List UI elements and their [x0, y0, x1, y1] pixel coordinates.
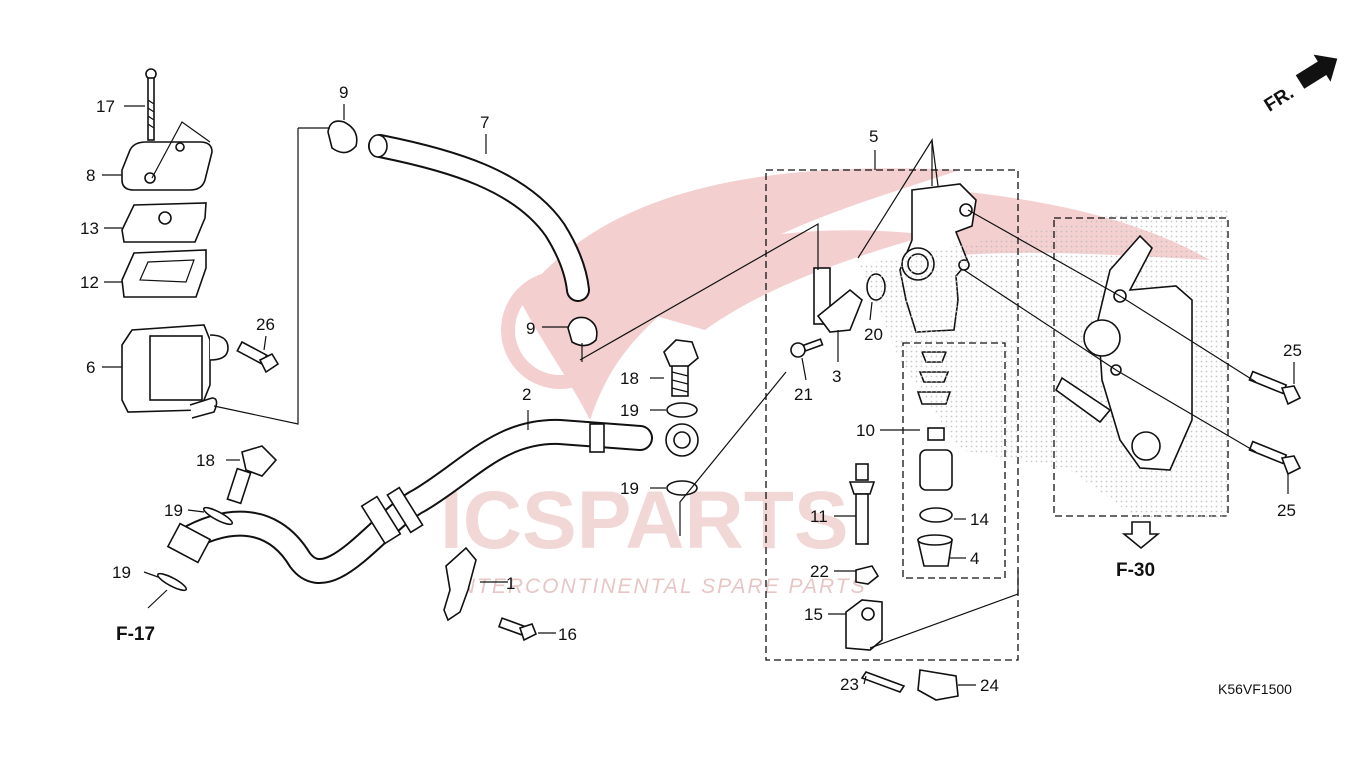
callout-13: 13	[80, 219, 99, 238]
washer-19d	[667, 481, 697, 495]
callout-17: 17	[96, 97, 115, 116]
bolt-16	[499, 618, 536, 640]
reservoir-plate-13	[122, 203, 206, 242]
reservoir-screw-17	[146, 69, 156, 140]
callout-8: 8	[86, 166, 95, 185]
joint-3	[814, 268, 862, 332]
hose-clip-9a	[328, 121, 357, 152]
callout-5: 5	[869, 127, 878, 146]
f30-ref: F-30	[1116, 560, 1155, 581]
washer-19a	[667, 403, 697, 417]
callout-6: 6	[86, 358, 95, 377]
front-direction-arrow	[1292, 45, 1346, 95]
screw-21	[791, 339, 822, 357]
callout-24: 24	[980, 676, 999, 695]
bolt-25a	[1249, 372, 1300, 404]
f30-ref-arrow	[1124, 522, 1158, 548]
callout-3: 3	[832, 367, 841, 386]
f17-ref: F-17	[116, 624, 155, 645]
callout-26: 26	[256, 315, 275, 334]
bolt-26	[237, 342, 278, 372]
diagram-code: K56VF1500	[1218, 681, 1292, 697]
banjo-bolt-18a	[664, 340, 698, 396]
callout-18a: 18	[620, 369, 639, 388]
joint-15	[846, 600, 882, 650]
callout-11: 11	[810, 507, 828, 526]
callout-19a: 19	[620, 401, 639, 420]
cotter-pin-23	[862, 672, 904, 692]
pin-24	[918, 670, 958, 700]
callout-9a: 9	[339, 83, 348, 102]
callout-14: 14	[970, 510, 989, 529]
boot-4	[918, 535, 952, 566]
callout-19d: 19	[620, 479, 639, 498]
callout-25a: 25	[1283, 341, 1302, 360]
callout-7: 7	[480, 113, 489, 132]
callout-10: 10	[856, 421, 875, 440]
callout-19b: 19	[164, 501, 183, 520]
callout-1: 1	[506, 574, 515, 593]
banjo-bolt-18b	[227, 446, 276, 503]
callout-23: 23	[840, 675, 859, 694]
callout-16: 16	[558, 625, 577, 644]
callout-25b: 25	[1277, 501, 1296, 520]
front-direction-label: FR.	[1261, 82, 1298, 116]
bolt-25b	[1249, 442, 1300, 474]
circlip-14	[920, 508, 952, 522]
hose-clip-9b	[568, 317, 597, 345]
nut-22	[856, 566, 878, 584]
callout-18b: 18	[196, 451, 215, 470]
callout-21: 21	[794, 385, 813, 404]
callout-9b: 9	[526, 319, 535, 338]
hose-7	[369, 135, 578, 290]
callout-4: 4	[970, 549, 979, 568]
diaphragm-12	[122, 250, 206, 297]
pushrod-11	[850, 464, 874, 544]
washer-19c	[156, 571, 188, 593]
callout-12: 12	[80, 273, 99, 292]
callout-20: 20	[864, 325, 883, 344]
callout-2: 2	[522, 385, 531, 404]
callout-19c: 19	[112, 563, 131, 582]
callout-15: 15	[804, 605, 823, 624]
callout-22: 22	[810, 562, 829, 581]
reservoir-6	[122, 325, 228, 418]
watermark-brand: ICSPARTS	[440, 475, 849, 566]
